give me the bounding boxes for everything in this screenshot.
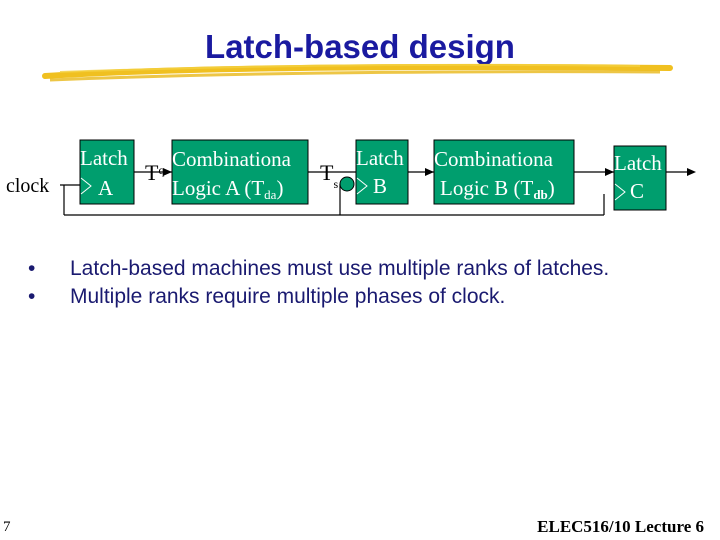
comb-b-line2: Logic B (Tdb) — [440, 176, 555, 202]
latch-b-label: Latch — [356, 146, 404, 170]
bullet-list: • Latch-based machines must use multiple… — [28, 256, 688, 312]
tq-label: Tq — [145, 160, 164, 185]
arrow-comb-a — [163, 168, 172, 176]
latch-c-clock-icon — [614, 183, 626, 201]
comb-a-line1: Combinationa — [172, 147, 292, 171]
title-underline — [42, 63, 673, 82]
bullet-dot: • — [28, 285, 36, 308]
bullet-item-1: • Latch-based machines must use multiple… — [28, 256, 688, 282]
comb-b-line1: Combinationa — [434, 147, 554, 171]
bullet-item-2: • Multiple ranks require multiple phases… — [28, 284, 688, 310]
latch-a-box — [79, 139, 135, 205]
latch-b-box — [355, 139, 409, 205]
latch-diagram: Latch A Combinationa Logic A (Tda) Tq Ts… — [6, 139, 696, 216]
latch-b-clock-icon — [356, 177, 368, 195]
bullet-dot: • — [28, 257, 36, 280]
footer-text: ELEC516/10 Lecture 6 — [537, 517, 704, 536]
latch-c-label: Latch — [614, 151, 662, 175]
slide-title: Latch-based design — [205, 28, 515, 65]
page-number: 7 — [3, 519, 11, 535]
bullet-text-1: Latch-based machines must use multiple r… — [70, 257, 610, 280]
bullet-text-2: Multiple ranks require multiple phases o… — [70, 285, 506, 308]
arrow-latch-c — [605, 168, 614, 176]
latch-a-clock-icon — [80, 177, 92, 195]
comb-a-box — [171, 139, 309, 205]
ts-label: Ts — [320, 160, 338, 191]
latch-c-box — [613, 145, 667, 211]
latch-b-name: B — [373, 174, 387, 198]
arrow-output — [687, 168, 696, 176]
latch-a-name: A — [98, 176, 114, 200]
clock-label: clock — [6, 175, 49, 197]
latch-c-name: C — [630, 179, 644, 203]
comb-a-line2: Logic A (Tda) — [172, 176, 283, 202]
clock-inverter-bubble — [339, 176, 355, 192]
comb-b-box — [433, 139, 575, 205]
arrow-comb-b — [425, 168, 434, 176]
latch-a-label: Latch — [80, 146, 128, 170]
